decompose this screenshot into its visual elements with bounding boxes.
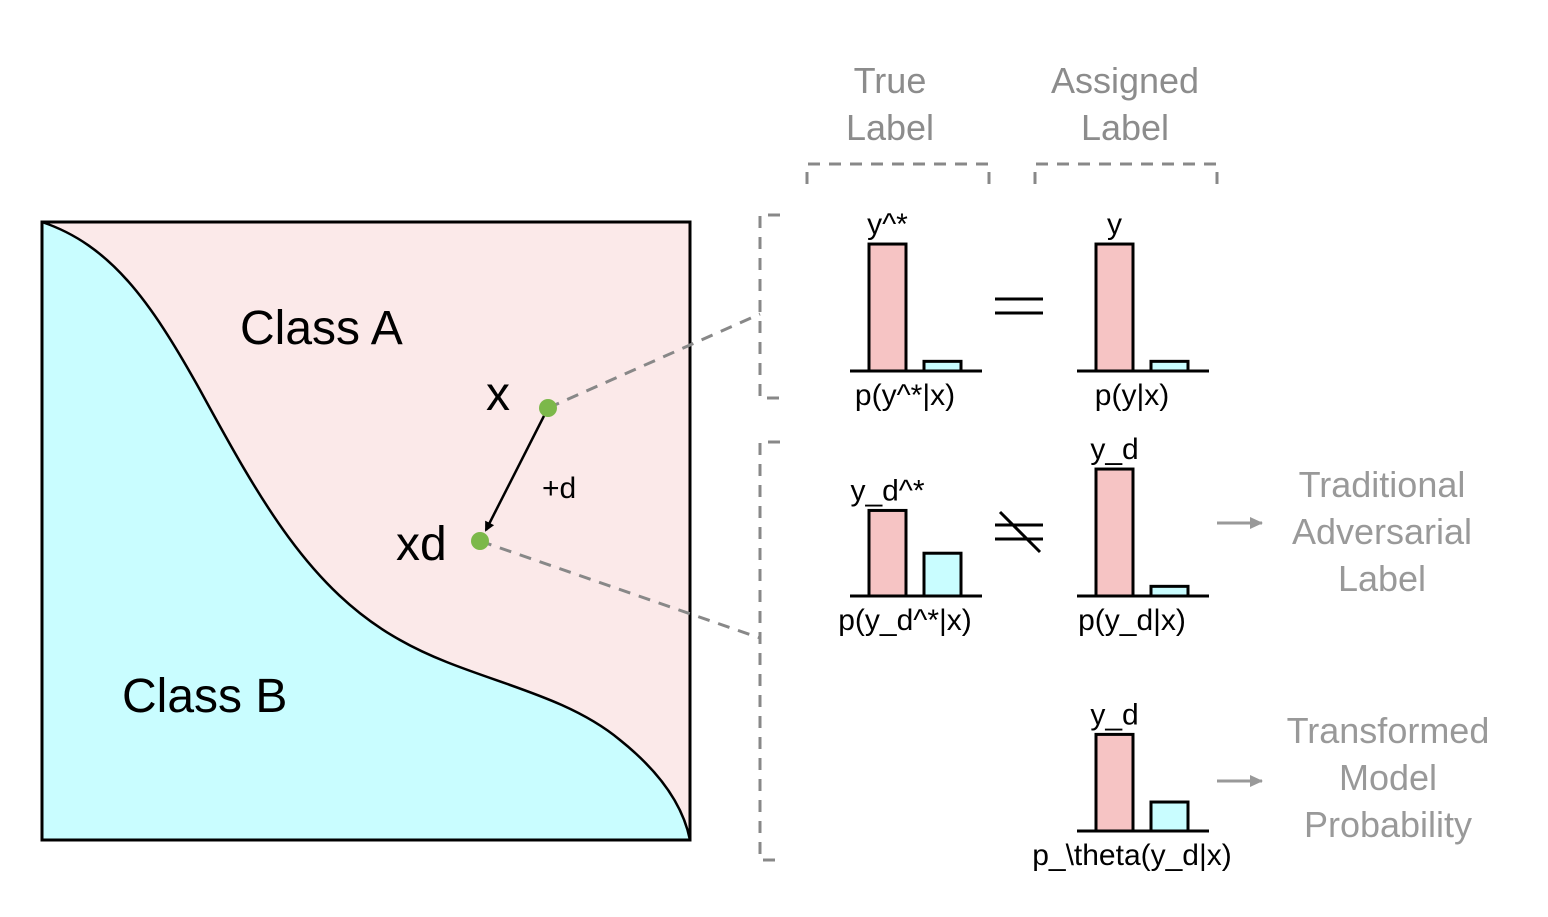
bar-panel-true-x: y^* p(y^*|x) xyxy=(850,208,982,412)
bar-bottom-label: p_\theta(y_d|x) xyxy=(1032,839,1232,872)
bar-class-a xyxy=(867,242,908,373)
bar-top-label: y_d xyxy=(1090,698,1138,731)
traditional-note-line2: Adversarial xyxy=(1292,511,1472,552)
bracket-top xyxy=(758,213,780,400)
perturbation-arrow xyxy=(484,407,550,532)
bar-class-a xyxy=(1094,242,1135,373)
bar-class-b xyxy=(922,551,963,598)
point-x xyxy=(539,399,557,417)
bracket-bottom xyxy=(758,440,780,862)
relation-symbols xyxy=(995,297,1043,554)
transformed-note-line1: Transformed xyxy=(1287,710,1490,751)
traditional-note-line3: Label xyxy=(1338,558,1426,599)
bar-class-a xyxy=(867,508,908,598)
feature-space-border xyxy=(40,220,692,842)
assigned-label-header-line2: Label xyxy=(1081,107,1169,148)
class-a-label: Class A xyxy=(240,302,403,355)
decision-boundary xyxy=(41,220,692,841)
bar-bottom-label: p(y|x) xyxy=(1095,379,1169,412)
bar-bottom-label: p(y_d^*|x) xyxy=(838,604,972,637)
zoom-connectors xyxy=(479,162,1219,862)
transformed-note-line2: Model xyxy=(1339,757,1437,798)
bar-top-label: y_d xyxy=(1090,433,1138,466)
class-b-label: Class B xyxy=(122,670,287,723)
point-xd xyxy=(471,532,489,550)
point-x-label: x xyxy=(486,368,510,421)
bar-panel-true-xd: y_d^* p(y_d^*|x) xyxy=(838,474,982,637)
true-label-header-line2: Label xyxy=(846,107,934,148)
not-equal-sign-slash xyxy=(998,510,1042,554)
bar-panels: y^* p(y^*|x) y p(y|x) y_d^* p(y_d^*|x) y_d p(y_… xyxy=(838,208,1232,872)
bar-panel-assigned-x: y p(y|x) xyxy=(1077,208,1209,412)
connector-x xyxy=(547,312,761,410)
true-label-header-line1: True xyxy=(854,60,927,101)
feature-space: Class A Class B +d x xd xyxy=(40,220,692,842)
bar-top-label: y_d^* xyxy=(850,474,924,507)
column-headers: True Label Assigned Label xyxy=(846,60,1199,148)
bar-class-a xyxy=(1094,467,1135,598)
bar-panel-assigned-xd: y_d p(y_d|x) xyxy=(1077,433,1209,637)
header-bracket-true xyxy=(805,162,991,184)
transformed-note-line3: Probability xyxy=(1304,804,1472,845)
bar-bottom-label: p(y_d|x) xyxy=(1078,604,1186,637)
bar-bottom-label: p(y^*|x) xyxy=(855,379,955,412)
header-bracket-assigned xyxy=(1033,162,1219,184)
bar-class-a xyxy=(1094,732,1135,833)
side-notes: Traditional Adversarial Label Transforme… xyxy=(1217,464,1489,845)
bar-top-label: y^* xyxy=(867,208,908,241)
bar-class-b xyxy=(1149,800,1190,833)
bar-top-label: y xyxy=(1107,208,1122,241)
traditional-note-line1: Traditional xyxy=(1299,464,1466,505)
bar-panel-model-xd: y_d p_\theta(y_d|x) xyxy=(1032,698,1232,872)
assigned-label-header-line1: Assigned xyxy=(1051,60,1199,101)
class-b-region xyxy=(42,222,690,840)
connector-xd xyxy=(479,539,761,640)
perturbation-label: +d xyxy=(542,472,576,505)
point-xd-label: xd xyxy=(396,518,447,571)
